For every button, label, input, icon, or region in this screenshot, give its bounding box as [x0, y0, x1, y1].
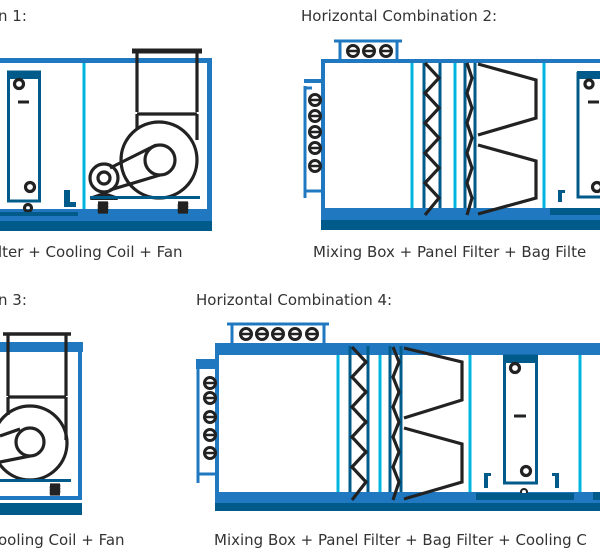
combination-1-title: n 1: [0, 7, 27, 25]
bag-filter [463, 62, 538, 216]
side-damper [196, 359, 218, 483]
combination-4-caption: Mixing Box + Panel Filter + Bag Filter +… [214, 531, 587, 549]
unit-4 [196, 322, 600, 511]
cooling-coil [550, 71, 600, 215]
combination-3-title: n 3: [0, 291, 27, 309]
top-damper [334, 39, 402, 59]
unit-3-casing [0, 342, 83, 515]
combination-1-caption: lter + Cooling Coil + Fan [0, 243, 183, 261]
unit-3 [0, 332, 83, 515]
cooling-coil [476, 354, 574, 500]
cooling-coil [0, 70, 78, 216]
unit-1 [0, 48, 212, 231]
combination-4-title: Horizontal Combination 4: [196, 291, 392, 309]
unit-2-casing [304, 59, 600, 230]
combination-2-caption: Mixing Box + Panel Filter + Bag Filte [313, 243, 586, 261]
bag-filter [388, 346, 464, 501]
combination-3-caption: ooling Coil + Fan [0, 531, 125, 549]
side-damper [303, 86, 323, 198]
next-section-edge [593, 492, 600, 500]
fan [88, 48, 202, 214]
panel-filter [422, 61, 442, 217]
top-damper [227, 322, 329, 343]
combination-2-title: Horizontal Combination 2: [301, 7, 497, 25]
panel-filter [348, 345, 370, 501]
fan [0, 332, 71, 496]
unit-2 [303, 39, 600, 230]
unit-4-casing [215, 343, 600, 511]
